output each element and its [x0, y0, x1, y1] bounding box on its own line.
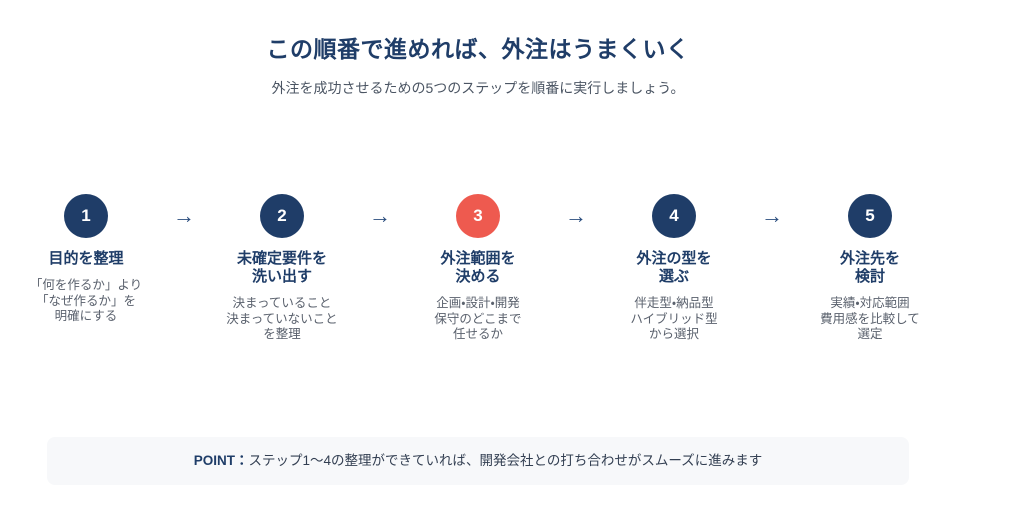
step-2-description: 決まっていること 決まっていないこと を整理: [226, 296, 338, 341]
step-3-description: 企画・設計・開発 保守のどこまで 任せるか: [434, 296, 522, 341]
step-1: 1 目的を整理 「何を作るか」より 「なぜ作るか」を 明確にする: [11, 194, 161, 325]
step-1-title: 目的を整理: [48, 250, 124, 267]
section-subtitle: 外注を成功させるための5つのステップを順番に実行しましょう。: [271, 80, 685, 96]
arrow-right-icon: →: [173, 203, 195, 228]
step-5-number-badge: 5: [848, 194, 892, 238]
arrow-right-icon: →: [369, 203, 391, 228]
step-5-description: 実績・対応範囲 費用感を比較して 選定: [820, 296, 920, 341]
step-4-title: 外注の型を 選ぶ: [636, 250, 712, 285]
step-1-number-badge: 1: [64, 194, 108, 238]
arrow-right-icon: →: [761, 203, 783, 228]
step-2: 2 未確定要件を 洗い出す 決まっていること 決まっていないこと を整理: [207, 194, 357, 343]
point-text: POINT：ステップ1〜4の整理ができていれば、開発会社との打ち合わせがスムーズ…: [194, 451, 762, 471]
step-4-number-badge: 4: [652, 194, 696, 238]
step-1-description: 「何を作るか」より 「なぜ作るか」を 明確にする: [29, 278, 143, 323]
section-title: この順番で進めれば、外注はうまくいく: [266, 36, 690, 62]
step-5-title: 外注先を 検討: [839, 250, 900, 285]
step-3-number-badge: 3: [456, 194, 500, 238]
step-4: 4 外注の型を 選ぶ 伴走型・納品型 ハイブリッド型 から選択: [599, 194, 749, 343]
arrow-right-icon: →: [565, 203, 587, 228]
content-block: この順番で進めれば、外注はうまくいく 外注を成功させるための5つのステップを順番…: [0, 36, 990, 485]
step-3-title: 外注範囲を 決める: [440, 250, 516, 285]
point-label: POINT：: [193, 453, 249, 468]
step-4-description: 伴走型・納品型 ハイブリッド型 から選択: [630, 296, 718, 341]
point-body: ステップ1〜4の整理ができていれば、開発会社との打ち合わせがスムーズに進みます: [248, 453, 763, 468]
step-5: 5 外注先を 検討 実績・対応範囲 費用感を比較して 選定: [795, 194, 945, 343]
point-callout: POINT：ステップ1〜4の整理ができていれば、開発会社との打ち合わせがスムーズ…: [47, 437, 909, 485]
step-3: 3 外注範囲を 決める 企画・設計・開発 保守のどこまで 任せるか: [403, 194, 553, 343]
step-2-title: 未確定要件を 洗い出す: [236, 250, 327, 285]
steps-row: 1 目的を整理 「何を作るか」より 「なぜ作るか」を 明確にする → 2 未確定…: [0, 194, 990, 343]
step-2-number-badge: 2: [260, 194, 304, 238]
